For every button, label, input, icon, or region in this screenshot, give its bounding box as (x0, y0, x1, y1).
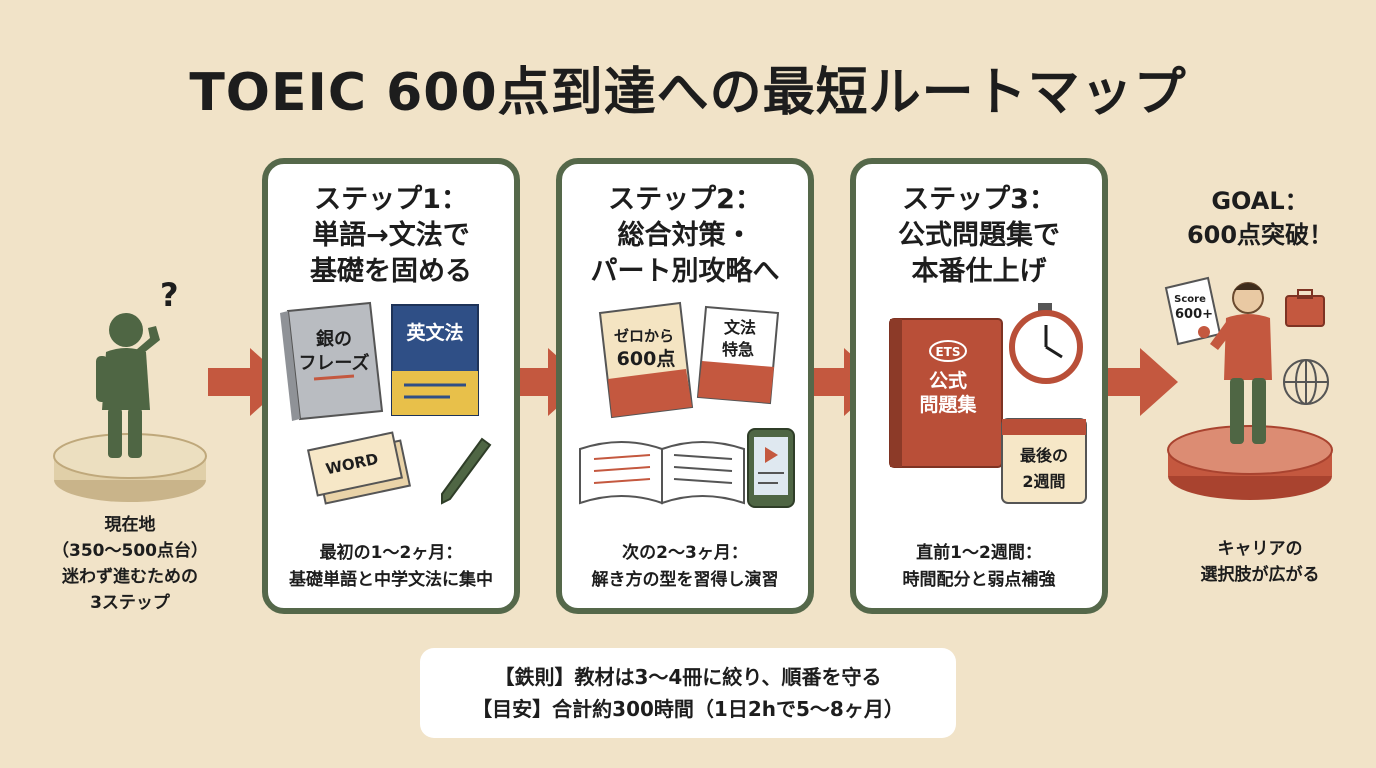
svg-text:2週間: 2週間 (1022, 472, 1065, 491)
word-cards-icon: WORD (306, 431, 412, 505)
page-title: TOEIC 600点到達への最短ルートマップ (189, 63, 1187, 123)
briefcase-icon (1285, 289, 1325, 327)
svg-text:600点: 600点 (617, 348, 676, 370)
stopwatch-icon (1009, 303, 1083, 384)
open-notebook-icon (579, 441, 745, 505)
step-title-line: 公式問題集で (898, 220, 1060, 251)
start-description: 現在地 （350〜500点台） 迷わず進むための 3ステップ (30, 512, 230, 616)
arrow-right-icon (1098, 348, 1178, 416)
pedestal-icon (53, 433, 207, 502)
official-workbook-icon: ETS 公式 問題集 (889, 318, 1003, 468)
step3-materials: ETS 公式 問題集 最後の 2週間 (889, 303, 1087, 504)
step2-materials: ゼロから 600点 文法 特急 (579, 301, 795, 508)
goal-note-line: 選択肢が広がる (1200, 565, 1320, 585)
goal-title: GOAL： 600点突破！ (1160, 184, 1360, 252)
svg-text:問題集: 問題集 (919, 393, 977, 416)
svg-text:文法: 文法 (724, 318, 756, 337)
step-note-line: 最初の1〜2ヶ月： (319, 543, 463, 563)
calendar-icon: 最後の 2週間 (1001, 418, 1087, 504)
svg-text:ゼロから: ゼロから (614, 327, 674, 345)
goal-description: キャリアの 選択肢が広がる (1160, 536, 1360, 588)
step-note: 次の2〜3ヶ月： 解き方の型を習得し演習 (562, 540, 808, 594)
person-icon (96, 313, 160, 458)
step-card-2: ステップ2： 総合対策・ パート別攻略へ ゼロから 600点 文法 特急 (556, 158, 814, 614)
smartphone-video-icon (747, 428, 795, 508)
svg-text:最後の: 最後の (1020, 446, 1068, 465)
step-note-line: 次の2〜3ヶ月： (622, 543, 748, 563)
question-mark-icon: ? (160, 276, 179, 314)
step-title-line: 基礎を固める (310, 256, 472, 287)
step-title-line: ステップ3： (902, 184, 1056, 215)
step-note-line: 基礎単語と中学文法に集中 (289, 570, 493, 590)
rule-line: 【目安】合計約300時間（1日2hで5〜8ヶ月） (472, 697, 904, 721)
step-note-line: 時間配分と弱点補強 (902, 570, 1056, 590)
step-card-1: ステップ1： 単語→文法で 基礎を固める 銀の フレーズ 英文法 WORD 最初… (262, 158, 520, 614)
step-title: ステップ2： 総合対策・ パート別攻略へ (562, 182, 808, 290)
svg-text:英文法: 英文法 (406, 321, 463, 344)
step-note-line: 直前1〜2週間： (916, 543, 1042, 563)
step-title: ステップ3： 公式問題集で 本番仕上げ (856, 182, 1102, 290)
step1-materials: 銀の フレーズ 英文法 WORD (280, 301, 492, 505)
start-line: 迷わず進むための (62, 567, 198, 587)
step-note: 直前1〜2週間： 時間配分と弱点補強 (856, 540, 1102, 594)
step-card-3: ステップ3： 公式問題集で 本番仕上げ ETS 公式 問題集 最後の 2週間 直… (850, 158, 1108, 614)
step-note: 最初の1〜2ヶ月： 基礎単語と中学文法に集中 (268, 540, 514, 594)
businessperson-icon (1210, 282, 1272, 444)
svg-text:銀の: 銀の (316, 328, 352, 350)
current-position-figure: ? (53, 276, 207, 502)
step-title-line: ステップ2： (608, 184, 762, 215)
start-line: 現在地 (104, 515, 156, 535)
step-title-line: パート別攻略へ (590, 256, 780, 287)
start-line: （350〜500点台） (52, 541, 208, 561)
step-title-line: 単語→文法で (312, 220, 470, 251)
goal-title-line: GOAL： (1211, 187, 1309, 215)
zero-to-600-book-icon: ゼロから 600点 (598, 301, 694, 419)
rule-line: 【鉄則】教材は3〜4冊に絞り、順番を守る (494, 665, 882, 689)
grammar-express-book-icon: 文法 特急 (696, 305, 780, 405)
svg-text:公式: 公式 (929, 369, 967, 392)
rules-box: 【鉄則】教材は3〜4冊に絞り、順番を守る 【目安】合計約300時間（1日2hで5… (420, 648, 956, 738)
score-sheet-icon: Score 600+ (1164, 276, 1222, 346)
globe-icon (1283, 359, 1329, 405)
step-title-line: 本番仕上げ (911, 256, 1047, 287)
goal-note-line: キャリアの (1217, 539, 1303, 559)
goal-figure: Score 600+ (1164, 276, 1333, 500)
svg-text:特急: 特急 (722, 340, 754, 359)
step-title-line: 総合対策・ (617, 220, 753, 251)
svg-text:600+: 600+ (1175, 307, 1213, 322)
goal-pedestal-icon (1167, 425, 1333, 500)
step-note-line: 解き方の型を習得し演習 (591, 570, 779, 590)
grammar-book-icon: 英文法 (391, 304, 479, 416)
svg-text:Score: Score (1174, 294, 1206, 305)
step-title-line: ステップ1： (314, 184, 468, 215)
pen-icon (441, 437, 492, 505)
svg-text:フレーズ: フレーズ (298, 352, 369, 374)
goal-title-line: 600点突破！ (1186, 221, 1334, 249)
silver-phrase-book-icon: 銀の フレーズ (280, 301, 384, 421)
svg-text:ETS: ETS (935, 345, 960, 359)
start-line: 3ステップ (90, 593, 170, 613)
step-title: ステップ1： 単語→文法で 基礎を固める (268, 182, 514, 290)
